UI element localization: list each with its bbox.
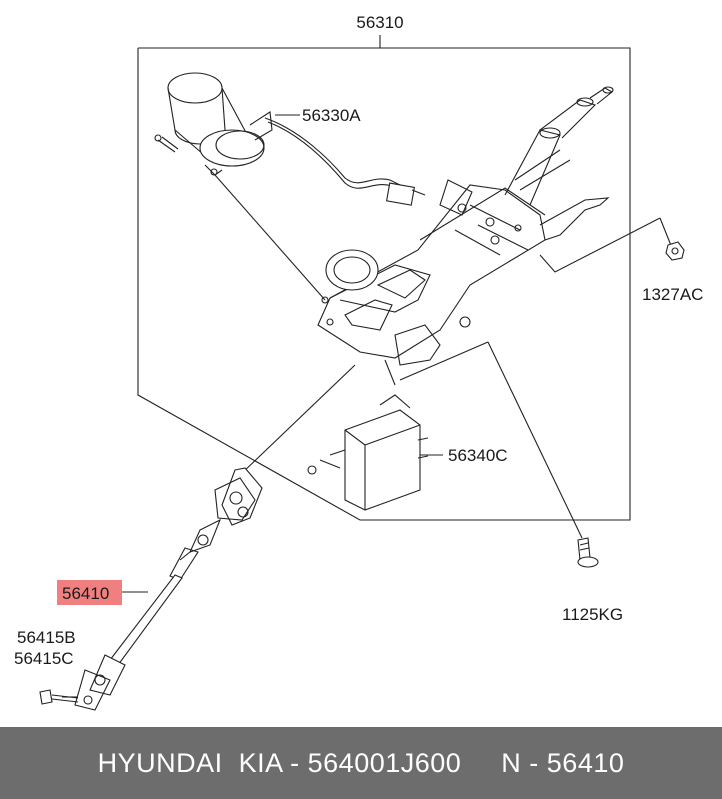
label-56340c: 56340C <box>448 446 508 465</box>
label-1327ac: 1327AC <box>642 285 703 304</box>
parts-diagram: 56310 56330A 1327AC 56340C 1125KG 56410 … <box>14 13 703 711</box>
steering-column-drawing <box>317 86 614 386</box>
label-56330a: 56330A <box>302 106 361 125</box>
bolt-drawing <box>577 537 599 568</box>
label-56415c: 56415C <box>14 649 74 668</box>
label-56415b: 56415B <box>17 628 76 647</box>
label-56410: 56410 <box>62 584 109 603</box>
footer-bar: HYUNDAI KIA - 564001J600 N - 56410 <box>0 727 722 799</box>
highlight-box <box>57 580 122 605</box>
label-56310: 56310 <box>356 13 403 32</box>
assembly-boundary <box>137 47 631 521</box>
label-1125kg: 1125KG <box>562 605 623 624</box>
joint-bolt-drawing <box>39 689 79 705</box>
motor-drawing <box>154 72 426 206</box>
intermediate-shaft-drawing <box>74 467 263 711</box>
nut-drawing <box>665 241 685 261</box>
ecu-drawing <box>307 394 429 511</box>
footer-part-number: HYUNDAI KIA - 564001J600 N - 56410 <box>97 747 625 778</box>
